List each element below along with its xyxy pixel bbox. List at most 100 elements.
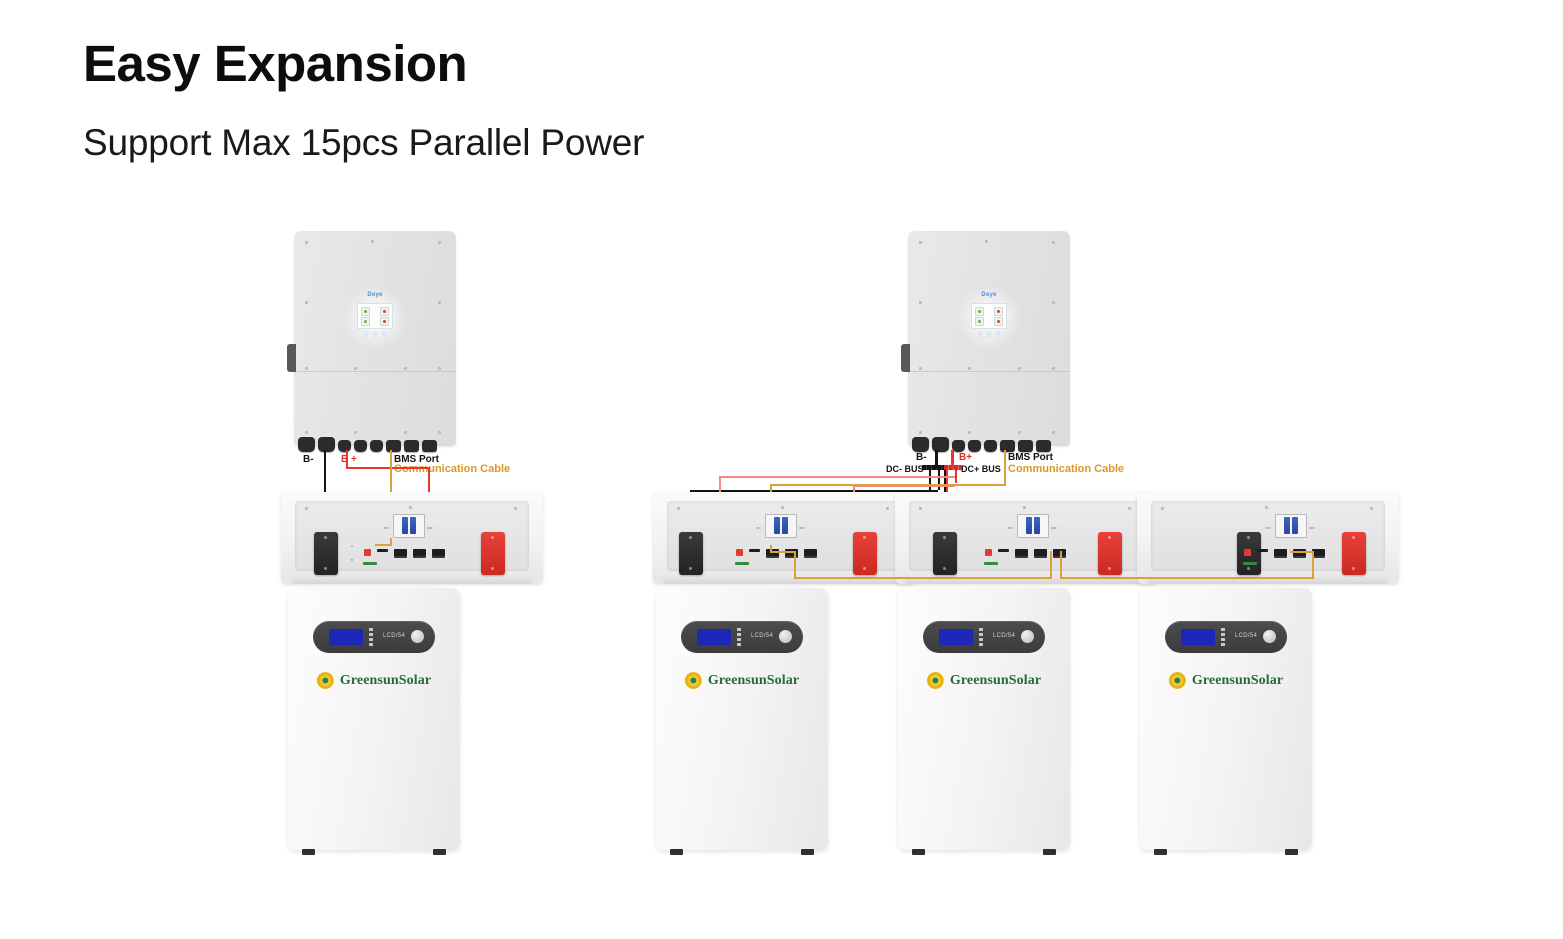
battery-rj45-port-1[interactable] bbox=[1015, 549, 1028, 558]
cabinet-foot-right bbox=[1043, 849, 1056, 855]
battery-rj45-port-3[interactable] bbox=[432, 549, 445, 558]
battery-positive-terminal[interactable] bbox=[481, 532, 505, 575]
connector-aux-1[interactable] bbox=[338, 440, 351, 452]
brand-logo-single: GreensunSolar bbox=[316, 672, 431, 689]
wire-pos-mid-h bbox=[853, 485, 955, 487]
battery-cabinet-1: LCD/54 GreensunSolar bbox=[656, 588, 828, 855]
connector-b-negative[interactable] bbox=[912, 437, 929, 452]
label-comm-cable-single: Communication Cable bbox=[394, 463, 511, 475]
battery-reset-button[interactable] bbox=[985, 549, 992, 556]
inverter-screen bbox=[357, 303, 393, 329]
battery-rj45-port-3[interactable] bbox=[804, 549, 817, 558]
label-b-positive-parallel: B+ bbox=[959, 452, 973, 463]
wire-comm-u2-out-v bbox=[1060, 551, 1062, 577]
cabinet-lcd-screen bbox=[939, 629, 973, 645]
battery-rj45-port-2[interactable] bbox=[1293, 549, 1306, 558]
wire-pos-left-h bbox=[719, 476, 955, 478]
wire-comm-u2-in-v bbox=[1050, 551, 1052, 577]
connector-aux-2[interactable] bbox=[968, 440, 981, 452]
battery-black-strip bbox=[1257, 549, 1268, 552]
battery-rj45-port-3[interactable] bbox=[1053, 549, 1066, 558]
cabinet-lcd-screen bbox=[1181, 629, 1215, 645]
cabinet-power-button[interactable] bbox=[411, 630, 424, 643]
page-subtitle: Support Max 15pcs Parallel Power bbox=[83, 122, 645, 163]
battery-positive-terminal[interactable] bbox=[1342, 532, 1366, 575]
battery-rj45-port-2[interactable] bbox=[413, 549, 426, 558]
battery-black-strip bbox=[377, 549, 388, 552]
battery-rj45-port-1[interactable] bbox=[1274, 549, 1287, 558]
connector-aux-3[interactable] bbox=[984, 440, 997, 452]
battery-breaker-switch[interactable] bbox=[765, 514, 797, 538]
connector-aux-3[interactable] bbox=[370, 440, 383, 452]
inverter-display-halo: Deye bbox=[958, 287, 1020, 349]
battery-cabinet-3: LCD/54 GreensunSolar bbox=[1140, 588, 1312, 855]
sun-icon bbox=[684, 672, 702, 689]
connector-aux-5[interactable] bbox=[1036, 440, 1051, 452]
battery-rj45-port-2[interactable] bbox=[1034, 549, 1047, 558]
battery-breaker-switch[interactable] bbox=[1275, 514, 1307, 538]
inverter-display-halo: Deye bbox=[344, 287, 406, 349]
label-bms-port-parallel: BMS Port bbox=[1008, 452, 1053, 463]
wire-comm-u2-to-u3 bbox=[1060, 577, 1314, 579]
cabinet-foot-left bbox=[912, 849, 925, 855]
bms-base bbox=[905, 577, 1147, 584]
battery-reset-button[interactable] bbox=[1244, 549, 1251, 556]
battery-negative-terminal[interactable] bbox=[933, 532, 957, 575]
battery-rj45-port-3[interactable] bbox=[1312, 549, 1325, 558]
label-b-negative-parallel: B- bbox=[916, 452, 927, 463]
sun-icon bbox=[926, 672, 944, 689]
battery-bms-unit-single: ON OFF A B bbox=[281, 492, 543, 584]
label-dc-positive-bus: DC+ BUS bbox=[961, 464, 1001, 474]
connector-aux-2[interactable] bbox=[354, 440, 367, 452]
battery-green-strip bbox=[1243, 562, 1257, 565]
cabinet-power-button[interactable] bbox=[1263, 630, 1276, 643]
battery-breaker-switch[interactable] bbox=[393, 514, 425, 538]
cabinet-panel-text: LCD/54 bbox=[993, 633, 1016, 639]
wire-comm-single-jog-b bbox=[375, 544, 392, 546]
battery-rj45-port-1[interactable] bbox=[394, 549, 407, 558]
brand-logo-2: GreensunSolar bbox=[926, 672, 1041, 689]
cabinet-power-button[interactable] bbox=[779, 630, 792, 643]
bms-base bbox=[663, 577, 905, 584]
connector-aux-5[interactable] bbox=[422, 440, 437, 452]
connector-b-positive[interactable] bbox=[932, 437, 949, 452]
battery-rj45-port-2[interactable] bbox=[785, 549, 798, 558]
wire-neg-left-h bbox=[690, 490, 938, 492]
wire-positive-single-a bbox=[346, 450, 348, 467]
cabinet-foot-right bbox=[1285, 849, 1298, 855]
connector-aux-4[interactable] bbox=[404, 440, 419, 452]
inverter-side-vent bbox=[287, 344, 296, 372]
connector-b-positive[interactable] bbox=[318, 437, 335, 452]
wire-comm-u1-in-h bbox=[770, 551, 794, 553]
battery-rj45-port-1[interactable] bbox=[766, 549, 779, 558]
wire-comm-u1-in bbox=[770, 545, 772, 551]
label-b-negative-single: B- bbox=[303, 454, 314, 465]
battery-breaker-switch[interactable] bbox=[1017, 514, 1049, 538]
connector-aux-4[interactable] bbox=[1018, 440, 1033, 452]
cabinet-led-indicators bbox=[737, 628, 741, 646]
inverter-indicator-dots bbox=[977, 331, 1001, 338]
battery-negative-terminal[interactable] bbox=[679, 532, 703, 575]
battery-bms-unit-1: ON OFF bbox=[653, 492, 915, 584]
battery-positive-terminal[interactable] bbox=[1098, 532, 1122, 575]
cabinet-power-button[interactable] bbox=[1021, 630, 1034, 643]
battery-cabinet-2: LCD/54 GreensunSolar bbox=[898, 588, 1070, 855]
wire-comm-u1-to-u2 bbox=[794, 577, 1052, 579]
label-bms-port-single: BMS Port bbox=[394, 454, 439, 465]
battery-reset-button[interactable] bbox=[364, 549, 371, 556]
inverter-parallel: Deye bbox=[901, 231, 1070, 452]
cabinet-control-panel: LCD/54 bbox=[313, 621, 435, 653]
battery-green-strip bbox=[984, 562, 998, 565]
connector-aux-1[interactable] bbox=[952, 440, 965, 452]
battery-reset-button[interactable] bbox=[736, 549, 743, 556]
connector-b-negative[interactable] bbox=[298, 437, 315, 452]
cabinet-panel-text: LCD/54 bbox=[751, 633, 774, 639]
inverter-seam bbox=[294, 371, 456, 372]
cabinet-control-panel: LCD/54 bbox=[1165, 621, 1287, 653]
battery-positive-terminal[interactable] bbox=[853, 532, 877, 575]
connector-bms-port[interactable] bbox=[1000, 440, 1015, 452]
inverter-screen bbox=[971, 303, 1007, 329]
connector-bms-port[interactable] bbox=[386, 440, 401, 452]
battery-black-strip bbox=[749, 549, 760, 552]
battery-negative-terminal[interactable] bbox=[314, 532, 338, 575]
